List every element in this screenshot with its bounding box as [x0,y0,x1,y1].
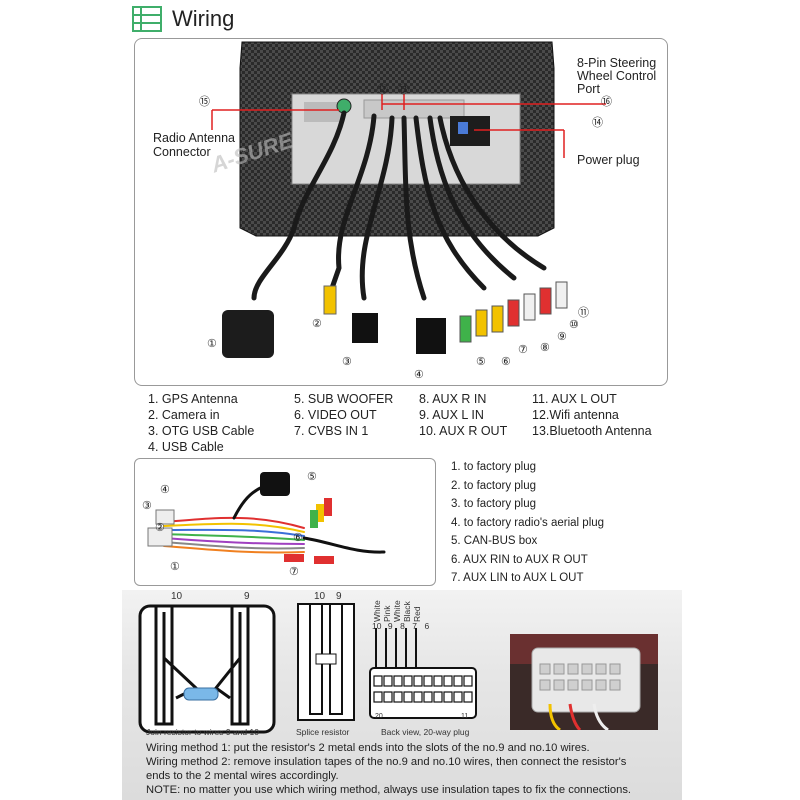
splice-resistor-illustration [297,603,355,721]
legend-column-3: 8. AUX R IN 9. AUX L IN 10. AUX R OUT [419,391,507,439]
harness-legend-item: 3. to factory plug [451,498,537,510]
splice-wire-number: 10 [314,591,326,602]
callout-11: ⑪ [578,307,589,319]
plug-wire-number: 7 [412,621,418,631]
harness-callout-5: ⑤ [307,471,317,483]
callout-16: ⑯ [601,96,612,108]
harness-legend-item: 2. to factory plug [451,479,537,492]
plug-wire-number: 9 [387,621,393,631]
legend-item: 1. GPS Antenna [148,392,238,406]
harness-callout-7: ⑦ [289,566,299,578]
legend-item: 12.Wifi antenna [532,408,619,422]
join-resistor-illustration [138,604,276,734]
legend-item: 9. AUX L IN [419,408,484,422]
harness-legend-item: 1. to factory plug [451,461,537,473]
wiring-notes: Wiring method 1: put the resistor's 2 me… [146,741,631,797]
pin-number-20: 20 [375,713,383,720]
radio-antenna-label: Radio Antenna Connector [153,131,236,159]
page-title: Wiring [172,6,235,31]
harness-legend-item: 5. CAN-BUS box [451,535,538,547]
legend-item: 7. CVBS IN 1 [294,424,369,438]
legend-item: 2. Camera in [148,408,220,422]
legend-column-4: 11. AUX L OUT 12.Wifi antenna 13.Bluetoo… [532,391,652,439]
head-unit-illustration [211,41,606,358]
callout-14: ⑭ [592,117,603,129]
wiring-note: ends to the 2 mental wires accordingly. [146,770,339,782]
callout-10: ⑩ [569,319,579,331]
legend-item: 4. USB Cable [148,440,224,454]
callout-8: ⑧ [540,342,550,354]
harness-legend-item: 4. to factory radio's aerial plug [451,516,605,529]
back-view-caption: Back view, 20-way plug [381,727,470,737]
join-caption: Join resistor to wires 9 and 10 [146,727,259,737]
legend-column-1: 1. GPS Antenna 2. Camera in 3. OTG USB C… [148,391,254,455]
plug-back-view-illustration [369,628,477,719]
pin-number-11: 11 [461,713,469,720]
splice-caption: Splice resistor [296,727,350,737]
callout-6: ⑥ [501,356,511,368]
callout-13: ⑬ [398,84,409,96]
callout-4: ④ [414,369,424,381]
legend-item: 8. AUX R IN [419,392,487,406]
callout-15: ⑮ [199,96,210,108]
callout-1: ① [207,338,217,350]
harness-legend-item: 7. AUX LIN to AUX L OUT [451,572,584,584]
join-wire-number: 9 [244,591,250,602]
plug-wire-numbers: 10 9 8 7 6 [372,616,429,634]
callout-2: ② [312,318,322,330]
harness-callout-1: ① [170,561,180,573]
legend-item: 10. AUX R OUT [419,424,508,438]
callout-5: ⑤ [476,356,486,368]
wiring-note: NOTE: no matter you use which wiring met… [146,784,632,796]
callout-3: ③ [342,356,352,368]
legend-item: 11. AUX L OUT [532,392,617,406]
harness-legend: 1. to factory plug 2. to factory plug 3.… [451,458,604,588]
power-plug-label: Power plug [577,153,640,167]
callout-9: ⑨ [557,331,567,343]
legend-item: 6. VIDEO OUT [294,408,377,422]
plug-wire-number: 6 [424,621,430,631]
splice-wire-number: 9 [336,591,342,602]
harness-callout-2: ② [155,522,165,534]
legend-column-2: 5. SUB WOOFER 6. VIDEO OUT 7. CVBS IN 1 [294,391,393,439]
join-wire-number: 10 [171,591,183,602]
callout-7: ⑦ [518,344,528,356]
wiring-note: Wiring method 1: put the resistor's 2 me… [146,742,590,754]
legend-item: 3. OTG USB Cable [148,424,255,438]
plug-wire-number: 8 [400,621,405,631]
list-icon [132,6,162,32]
legend-item: 5. SUB WOOFER [294,392,394,406]
harness-callout-6: ⑥ [293,532,303,544]
harness-illustration [147,472,386,564]
harness-callout-3: ③ [142,500,152,512]
harness-legend-item: 6. AUX RIN to AUX R OUT [451,553,588,566]
wiring-note: Wiring method 2: remove insulation tapes… [146,756,627,768]
callout-12: ⑫ [377,84,388,96]
harness-callout-4: ④ [160,484,170,496]
plug-photo [510,634,658,730]
plug-wire-number: 10 [372,621,382,631]
steering-port-label: 8-Pin Steering Wheel Control Port [577,56,657,96]
legend-item: 13.Bluetooth Antenna [532,424,652,438]
